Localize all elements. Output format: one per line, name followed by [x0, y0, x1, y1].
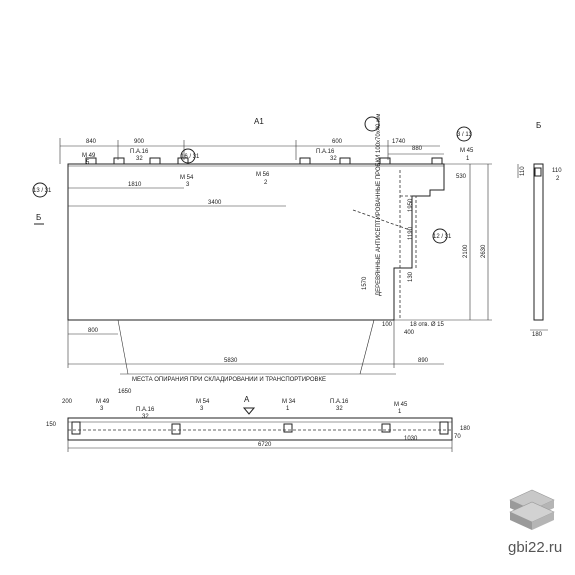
callout-2: 16 / 31: [181, 154, 200, 160]
dim-top-4: 1740: [392, 139, 406, 145]
section-dim-1: 110: [520, 166, 526, 176]
callouts: 13 / 31 16 / 31 3 / 13 12 / 31: [32, 116, 473, 244]
dim-plan-6: 70: [454, 434, 461, 440]
callout-3: 3 / 13: [457, 132, 473, 138]
dim-bottom-4: 400: [404, 330, 415, 336]
section-dim-2: 180: [532, 332, 543, 338]
dim-top-1: 840: [86, 139, 97, 145]
mark-pa16: П.А.16: [130, 149, 149, 155]
elevation-marks: М 49 5 П.А.16 32 М 54 3 П.А.16 32 М 56 2…: [82, 148, 474, 188]
dim-chain-1: 1810: [128, 182, 142, 188]
bottom-dimensions: 800 5830 890 400 100 18 отв. Ø 15: [67, 320, 444, 368]
dim-right-1: 2100: [463, 244, 469, 258]
dim-bottom-5: 100: [382, 322, 393, 328]
dim-right-5: 1190: [408, 226, 414, 240]
mark-pa16-b-qty: 32: [330, 156, 337, 162]
dim-plan-total: 6720: [258, 442, 272, 448]
dim-bottom-2: 5830: [224, 358, 238, 364]
dim-plan-1: 1650: [118, 389, 132, 395]
mark-m49-qty: 5: [86, 160, 90, 166]
mark-plan-m45-qty: 1: [398, 409, 402, 415]
dim-right-2: 2630: [481, 244, 487, 258]
dim-chain-3: 880: [412, 146, 423, 152]
mark-plan-pa16: П.А.16: [136, 407, 155, 413]
section-mark-qty: 2: [556, 176, 560, 182]
section-view: 110 110 2 180: [517, 163, 562, 338]
dim-plan-2: 1030: [404, 436, 418, 442]
dim-top-2: 900: [134, 139, 145, 145]
right-dimensions: 2100 2630 1950 1570 1190 130: [362, 163, 492, 321]
dim-chain-4: 530: [456, 174, 467, 180]
mark-m54-qty: 3: [186, 182, 190, 188]
mark-m56-qty: 2: [264, 180, 268, 186]
mark-plan-m34-qty: 1: [286, 406, 290, 412]
mark-pa16-qty: 32: [136, 156, 143, 162]
section-mark: 110: [552, 168, 562, 174]
mark-plan-m49-qty: 3: [100, 406, 104, 412]
dim-chain-2: 3400: [208, 200, 222, 206]
mark-m56: М 56: [256, 172, 270, 178]
mark-m45: М 45: [460, 148, 474, 154]
mark-plan-m45: М 45: [394, 402, 408, 408]
mark-m49: М 49: [82, 153, 96, 159]
callout-1: 13 / 31: [33, 188, 52, 194]
mark-plan-m54-qty: 3: [200, 406, 204, 412]
callout-4: 12 / 31: [433, 234, 452, 240]
dim-bottom-1: 800: [88, 328, 99, 334]
view-title-a1: A1: [254, 117, 264, 126]
mark-plan-m34: М 34: [282, 399, 296, 405]
mark-pa16-b: П.А.16: [316, 149, 335, 155]
mark-plan-pa16-qty: 32: [142, 414, 149, 420]
mark-m54: М 54: [180, 175, 194, 181]
mark-m45-qty: 1: [466, 156, 470, 162]
plan-marker-a: A: [244, 395, 250, 404]
holes-note: 18 отв. Ø 15: [410, 322, 444, 328]
dim-top-3: 600: [332, 139, 343, 145]
gbi22-logo: [509, 489, 555, 530]
mark-plan-m54: М 54: [196, 399, 210, 405]
plan-view: 6720 1650 1030 150 200 180 70 М 49 3 П.А…: [46, 389, 471, 452]
support-note: МЕСТА ОПИРАНИЯ ПРИ СКЛАДИРОВАНИИ И ТРАНС…: [117, 319, 396, 383]
mark-plan-pa16-b: П.А.16: [330, 399, 349, 405]
support-note-text: МЕСТА ОПИРАНИЯ ПРИ СКЛАДИРОВАНИИ И ТРАНС…: [132, 377, 326, 383]
panel-elevation: [67, 157, 445, 321]
mark-plan-m49: М 49: [96, 399, 110, 405]
dim-bottom-3: 890: [418, 358, 429, 364]
dim-plan-5: 180: [460, 426, 471, 432]
view-title-b: Б: [536, 121, 541, 130]
section-marker: Б: [36, 213, 41, 222]
mark-plan-pa16-b-qty: 32: [336, 406, 343, 412]
top-dimensions: 840 900 600 1740 1810 3400 880 530: [59, 138, 467, 207]
dim-right-3: 1950: [408, 198, 414, 212]
watermark-text: gbi22.ru: [508, 539, 562, 556]
dim-plan-3: 150: [46, 422, 57, 428]
dim-plan-4: 200: [62, 399, 73, 405]
dim-right-4: 1570: [362, 276, 368, 290]
wood-plug-note: ДЕРЕВЯННЫЕ АНТИСЕПТИРОВАННЫЕ ПРОБКИ 100x…: [376, 114, 382, 296]
dim-right-6: 130: [408, 271, 414, 282]
